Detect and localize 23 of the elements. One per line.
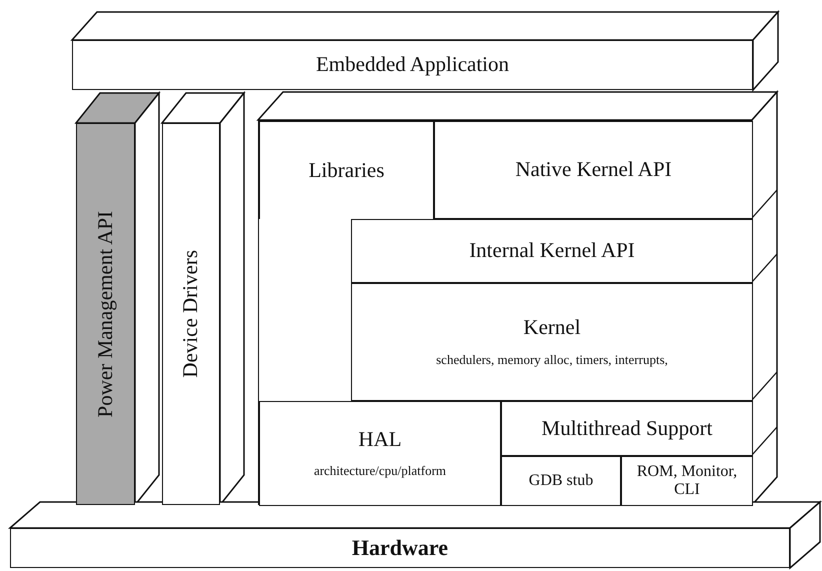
layer-label: Kernel xyxy=(523,316,581,340)
layer-label: Power Management API xyxy=(94,210,118,418)
layer-label: Embedded Application xyxy=(316,53,510,77)
layer-label: ROM, Monitor, CLI xyxy=(636,463,738,499)
layer-block xyxy=(501,456,621,506)
layer-label: Device Drivers xyxy=(179,250,203,378)
layer-label: HAL xyxy=(358,428,402,452)
layer-label: Libraries xyxy=(308,158,384,182)
layer-description: architecture/cpu/platform xyxy=(314,463,446,480)
layer-block xyxy=(259,401,501,506)
library-block xyxy=(259,121,434,219)
layer-block xyxy=(351,219,753,283)
layer-block xyxy=(351,283,753,401)
layer-block xyxy=(621,456,753,506)
kernel-stack-block xyxy=(258,120,752,505)
layer-block xyxy=(434,121,753,219)
layer-label: GDB stub xyxy=(528,472,594,490)
layer-label: Multithread Support xyxy=(542,416,712,440)
layer-label: Hardware xyxy=(352,536,448,560)
layer-label: Native Kernel API xyxy=(515,158,672,182)
layer-description: schedulers, memory alloc, timers, interrupts, xyxy=(436,352,668,368)
layer-label: Internal Kernel API xyxy=(469,239,635,263)
layer-block xyxy=(501,401,753,456)
